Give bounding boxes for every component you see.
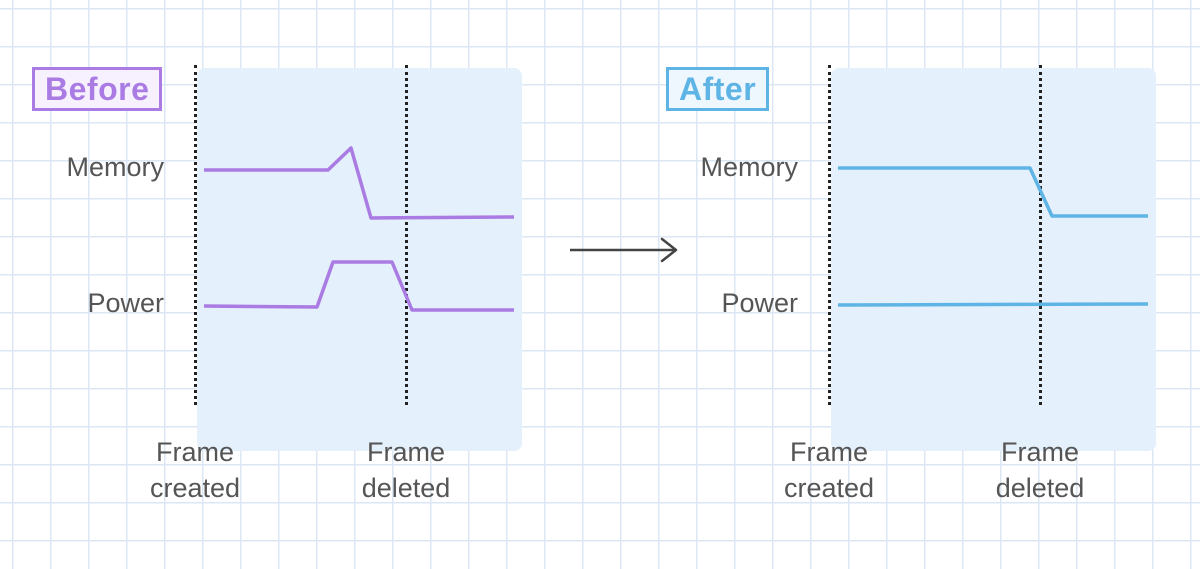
after-power-label: Power <box>721 288 798 318</box>
before-frame-deleted-line <box>405 65 408 405</box>
before-power-trace <box>203 260 514 312</box>
before-memory-trace <box>204 146 515 220</box>
before-shaded-region <box>197 68 522 451</box>
after-memory-label: Memory <box>700 152 798 182</box>
after-frame-deleted-line <box>1039 65 1042 405</box>
after-traces <box>837 166 1149 307</box>
before-frame-created-line <box>194 65 197 405</box>
after-title: After <box>666 67 770 111</box>
after-memory-trace <box>838 166 1148 218</box>
after-power-trace <box>837 302 1149 307</box>
after-shaded-region <box>831 68 1156 451</box>
before-title: Before <box>32 67 163 111</box>
before-power-label: Power <box>87 288 164 318</box>
before-memory-label: Memory <box>66 152 164 182</box>
right-arrow-icon <box>570 237 678 263</box>
before-traces <box>203 146 515 312</box>
after-frame-created-line <box>828 65 831 405</box>
